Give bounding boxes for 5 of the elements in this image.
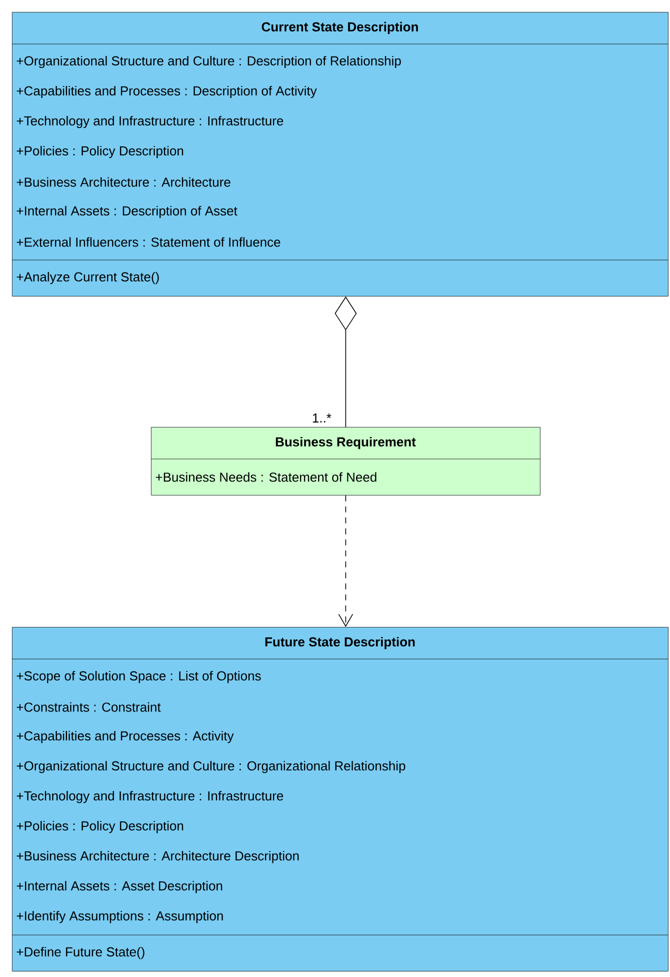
class-box: Future State Description +Scope of Solution Space : List of Options +Constraints : Constraint +Capabilities and Processes : Activity +Organizational Structure and Culture : Organizational Relationship +Technology and Infrastructure : Infrastructure +Policies : Policy Description +Business Architecture : Architecture Description +Internal Assets : Asset Description +Identify Assumptions : Assumption +Define Future State() bbox=[12, 627, 668, 972]
dependency-arrow bbox=[338, 495, 354, 627]
class-box: Current State Description +Organizational Structure and Culture : Description of Relationship +Capabilities and Processes : Description of Activity +Technology and Infrastructure : Infrastructure +Policies : Policy Description +Business Architecture : Architecture +Internal Assets : Description of Asset +External Influencers : Statement of Influence +Analyze Current State() bbox=[12, 12, 668, 296]
class-box: Business Requirement +Business Needs : Statement of Need bbox=[150, 427, 540, 496]
multiplicity-label: 1..* bbox=[310, 412, 332, 424]
